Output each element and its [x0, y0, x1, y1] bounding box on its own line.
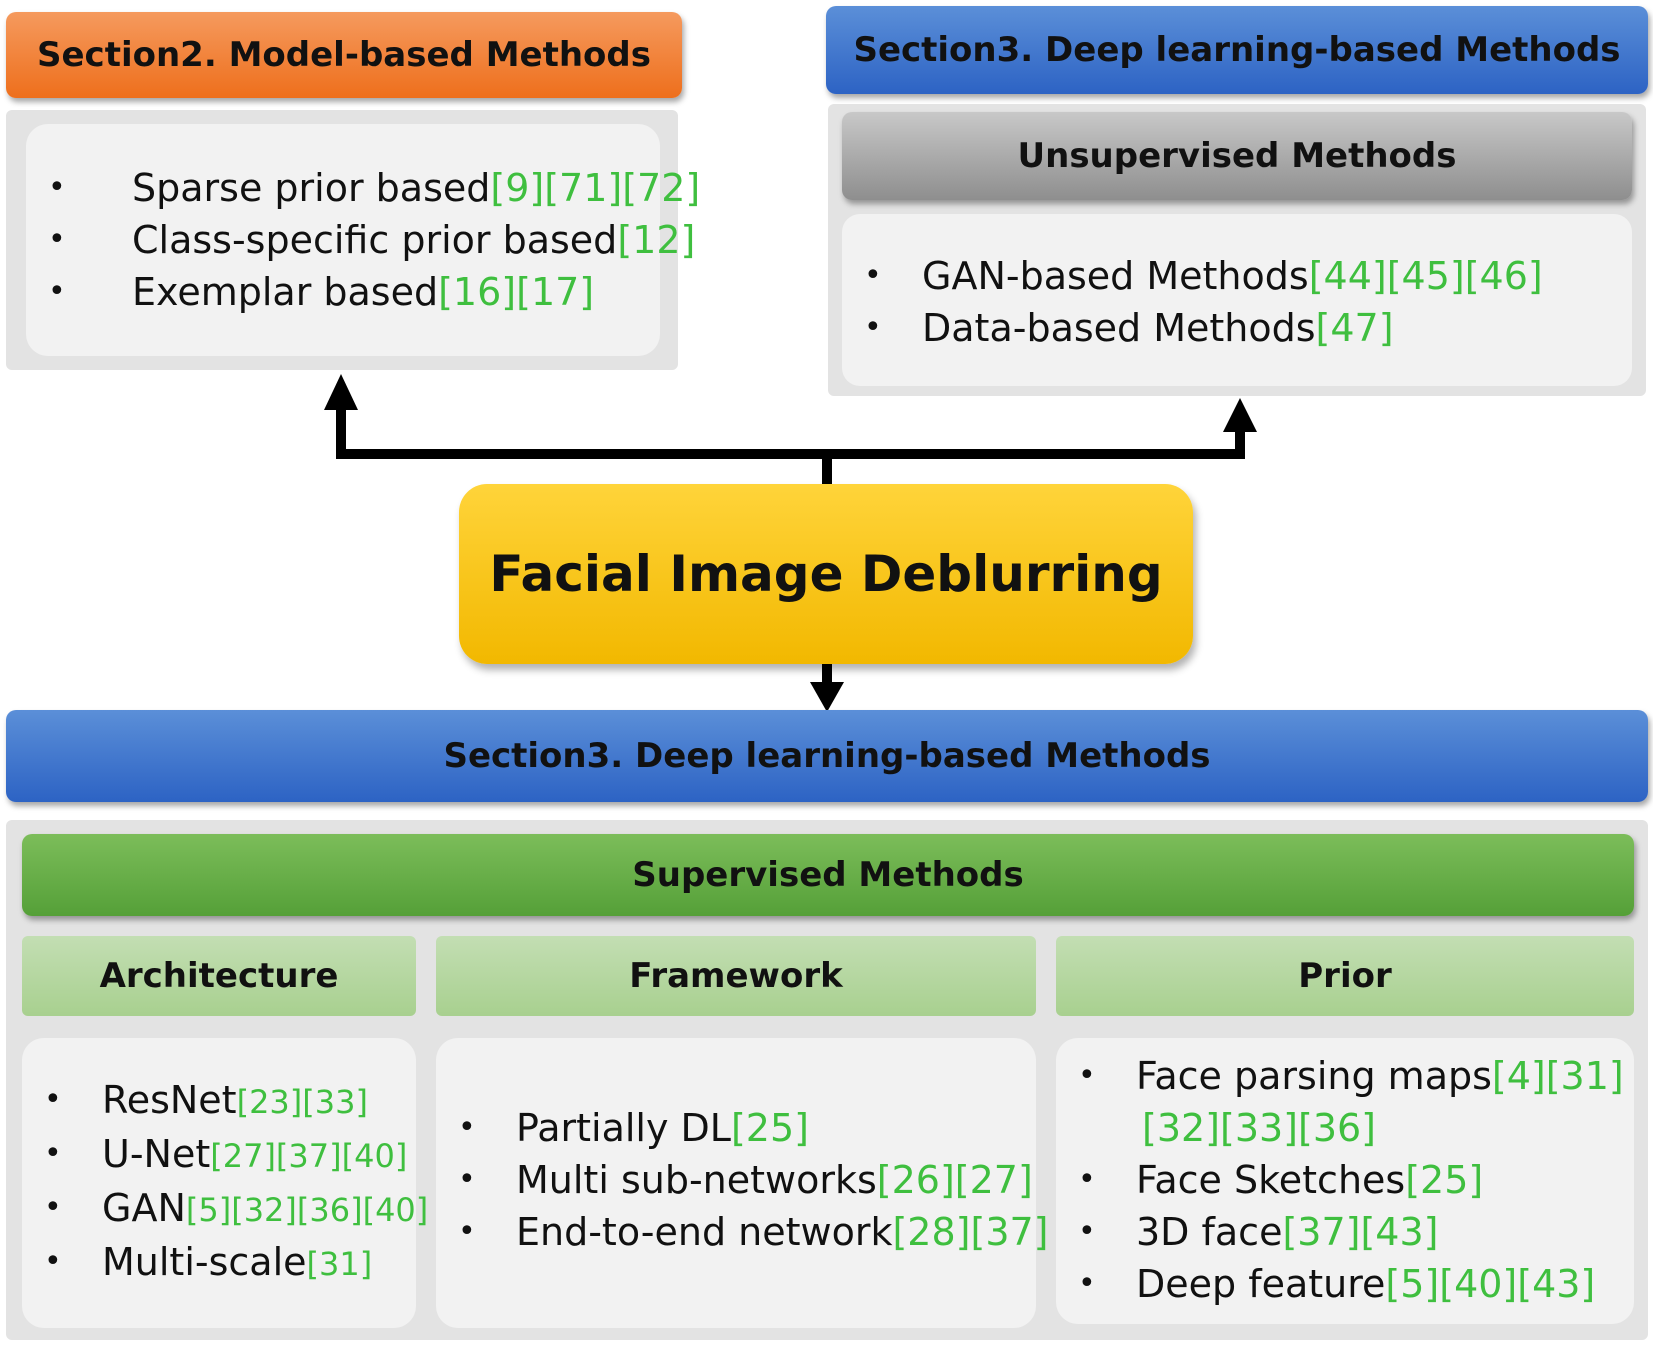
list-item: •Multi-scale[31] — [44, 1240, 373, 1284]
list-item: •Partially DL[25] — [458, 1106, 809, 1150]
arrowhead-up-left — [324, 374, 358, 410]
prior-card: •Face parsing maps[4][31] [32][33][36] •… — [1056, 1038, 1634, 1324]
list-item: •GAN-based Methods[44][45][46] — [864, 254, 1543, 298]
list-item: •Sparse prior based[9][71][72] — [48, 166, 701, 210]
column-header-architecture: Architecture — [22, 936, 416, 1016]
unsupervised-card: •GAN-based Methods[44][45][46] •Data-bas… — [842, 214, 1632, 386]
arrowhead-down — [810, 682, 844, 712]
arrow-to-model-based — [336, 408, 832, 484]
supervised-header: Supervised Methods — [22, 834, 1634, 916]
list-item: •GAN[5][32][36][40] — [44, 1186, 429, 1230]
list-item: •3D face[37][43] — [1078, 1210, 1439, 1254]
list-item-continuation: [32][33][36] — [1142, 1106, 1377, 1150]
list-item: •Multi sub-networks[26][27] — [458, 1158, 1033, 1202]
center-title-box: Facial Image Deblurring — [459, 484, 1193, 664]
arrowhead-up-right — [1223, 398, 1257, 432]
list-item: •Data-based Methods[47] — [864, 306, 1394, 350]
column-header-framework: Framework — [436, 936, 1036, 1016]
architecture-card: •ResNet[23][33] •U-Net[27][37][40] •GAN[… — [22, 1038, 428, 1328]
list-item: •Deep feature[5][40][43] — [1078, 1262, 1596, 1306]
list-item: •U-Net[27][37][40] — [44, 1132, 408, 1176]
deep-learning-header-top: Section3. Deep learning-based Methods — [826, 6, 1648, 94]
model-based-header: Section2. Model-based Methods — [6, 12, 682, 98]
framework-card: •Partially DL[25] •Multi sub-networks[26… — [436, 1038, 1049, 1328]
model-based-card: •Sparse prior based[9][71][72] •Class-sp… — [26, 124, 700, 356]
column-header-prior: Prior — [1056, 936, 1634, 1016]
list-item: •Face parsing maps[4][31] — [1078, 1054, 1624, 1098]
list-item: •Exemplar based[16][17] — [48, 270, 595, 314]
arrow-to-unsupervised — [827, 430, 1245, 459]
list-item: •Face Sketches[25] — [1078, 1158, 1484, 1202]
list-item: •ResNet[23][33] — [44, 1078, 368, 1122]
deep-learning-header-bottom: Section3. Deep learning-based Methods — [6, 710, 1648, 802]
unsupervised-header: Unsupervised Methods — [842, 112, 1632, 200]
list-item: •End-to-end network[28][37] — [458, 1210, 1049, 1254]
list-item: •Class-specific prior based[12] — [48, 218, 696, 262]
